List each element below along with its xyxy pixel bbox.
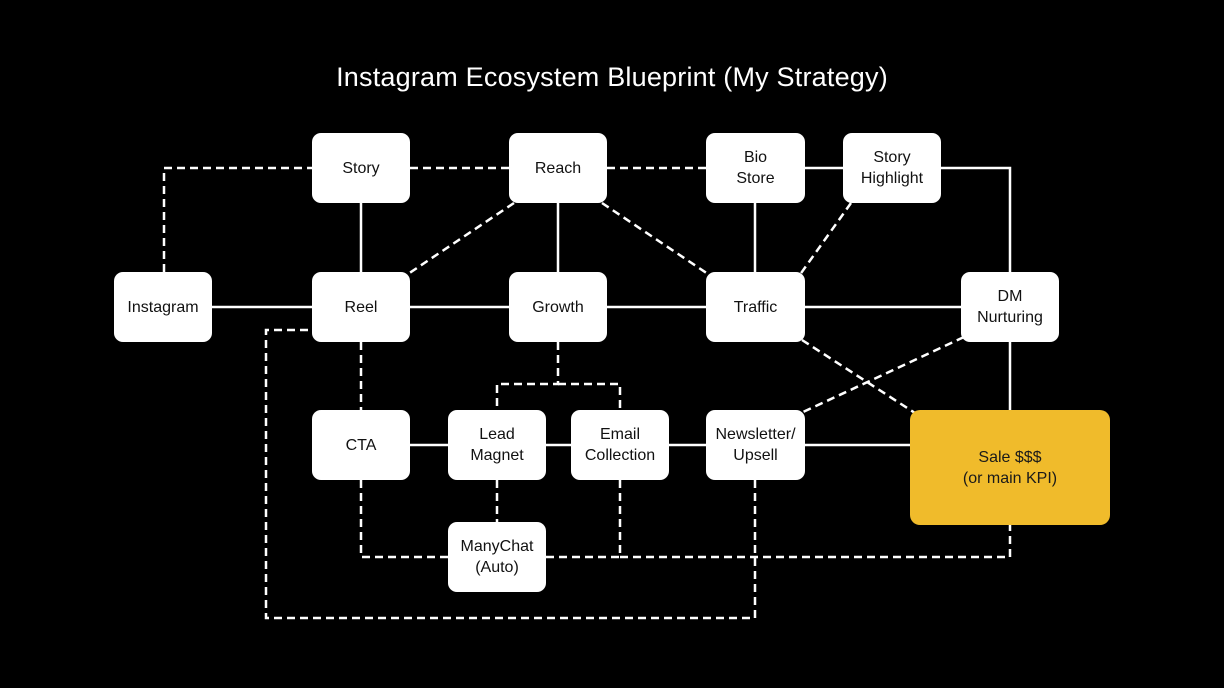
edge-traffic-sale bbox=[801, 338, 916, 415]
node-growth: Growth bbox=[509, 272, 607, 342]
edge-growth-email bbox=[558, 382, 622, 410]
node-lead-magnet: Lead Magnet bbox=[448, 410, 546, 480]
edge-highlight-traffic bbox=[797, 202, 853, 277]
node-story: Story bbox=[312, 133, 410, 203]
node-dm-nurturing: DM Nurturing bbox=[961, 272, 1059, 342]
node-cta: CTA bbox=[312, 410, 410, 480]
edge-cta-manychat bbox=[359, 480, 448, 559]
node-instagram: Instagram bbox=[114, 272, 212, 342]
edge-newsletter-reel-loop bbox=[264, 328, 757, 620]
edge-dm-newsletter bbox=[800, 335, 965, 415]
node-manychat: ManyChat (Auto) bbox=[448, 522, 546, 592]
edge-reach-reel bbox=[404, 201, 515, 278]
node-story-highlight: Story Highlight bbox=[843, 133, 941, 203]
node-traffic: Traffic bbox=[706, 272, 805, 342]
edge-email-sale bbox=[620, 525, 1012, 559]
edge-reach-traffic bbox=[601, 201, 712, 278]
node-reel: Reel bbox=[312, 272, 410, 342]
edge-email-manychat bbox=[546, 480, 622, 559]
node-newsletter-upsell: Newsletter/ Upsell bbox=[706, 410, 805, 480]
edge-instagram-story bbox=[162, 166, 312, 272]
edge-growth-split bbox=[495, 342, 560, 410]
node-sale-kpi: Sale $$$ (or main KPI) bbox=[910, 410, 1110, 525]
diagram-title: Instagram Ecosystem Blueprint (My Strate… bbox=[336, 62, 888, 92]
edge-highlight-dm bbox=[941, 166, 1012, 272]
node-reach: Reach bbox=[509, 133, 607, 203]
node-email-collection: Email Collection bbox=[571, 410, 669, 480]
node-bio-store: Bio Store bbox=[706, 133, 805, 203]
